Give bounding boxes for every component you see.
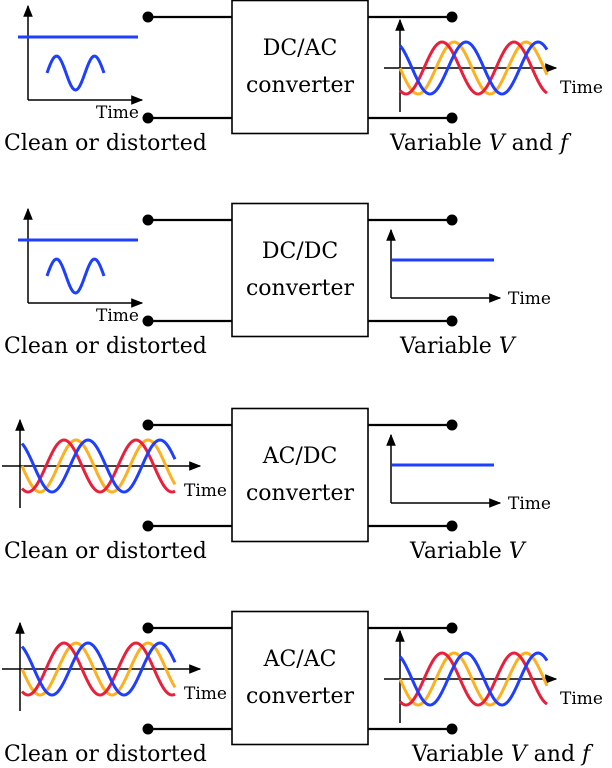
output-terminal-top (446, 419, 458, 431)
input-phase-red-wave (20, 641, 176, 697)
input-terminal-bottom (142, 723, 154, 735)
converter-type-label: DC/AC (263, 36, 338, 61)
input-terminal-top (142, 214, 154, 226)
input-terminal-top (142, 11, 154, 23)
time-axis-label: Time (508, 494, 551, 514)
output-terminal-bottom (446, 112, 458, 124)
converter-word-label: converter (246, 73, 355, 98)
output-label-part: Variable (411, 742, 511, 767)
output-phase-blue-wave (398, 651, 549, 707)
input-description-label: Clean or distorted (4, 334, 207, 359)
input-terminal-bottom (142, 315, 154, 327)
time-axis-label: Time (96, 306, 139, 326)
input-phase-yellow-wave (20, 641, 177, 697)
time-axis-label: Time (560, 78, 603, 98)
input-phase-red-wave (20, 438, 176, 494)
time-axis-label: Time (184, 481, 227, 501)
output-phase-blue-wave (398, 40, 549, 96)
converter-word-label: converter (246, 276, 355, 301)
output-terminal-top (446, 11, 458, 23)
output-label-part: V (509, 539, 527, 564)
output-phase-red-wave (398, 651, 548, 707)
output-phase-red-wave (398, 40, 548, 96)
output-label-part: Variable (399, 334, 499, 359)
converter-word-label: converter (246, 481, 355, 506)
input-phase-yellow-wave (20, 438, 177, 494)
time-axis-label: Time (560, 689, 603, 709)
time-axis-label: Time (96, 103, 139, 123)
input-terminal-bottom (142, 520, 154, 532)
input-terminal-top (142, 419, 154, 431)
output-label-part: V (511, 742, 529, 767)
output-terminal-bottom (446, 315, 458, 327)
output-label-part: Variable (389, 131, 489, 156)
converter-word-label: converter (246, 684, 355, 709)
ripple-wave (45, 257, 106, 295)
converter-box (231, 202, 369, 338)
output-label-part: and (505, 131, 560, 156)
input-description-label: Clean or distorted (4, 742, 207, 767)
ripple-wave (45, 54, 106, 92)
input-phase-blue-wave (20, 438, 177, 494)
output-description-label: Variable V and f (389, 131, 572, 156)
output-terminal-top (446, 622, 458, 634)
output-label-part: V (489, 131, 507, 156)
output-terminal-bottom (446, 520, 458, 532)
input-terminal-bottom (142, 112, 154, 124)
output-description-label: Variable V and f (411, 742, 594, 767)
input-description-label: Clean or distorted (4, 539, 207, 564)
input-phase-blue-wave (20, 641, 177, 697)
output-label-part: and (527, 742, 582, 767)
time-axis-label: Time (184, 684, 227, 704)
converter-box (231, 407, 369, 543)
converter-box (231, 0, 369, 135)
output-description-label: Variable V (409, 539, 527, 564)
output-label-part: Variable (409, 539, 509, 564)
output-description-label: Variable V (399, 334, 517, 359)
converter-type-label: AC/DC (262, 444, 338, 469)
output-label-part: f (558, 131, 572, 156)
input-terminal-top (142, 622, 154, 634)
converter-type-label: DC/DC (262, 239, 338, 264)
output-label-part: V (499, 334, 517, 359)
output-terminal-top (446, 214, 458, 226)
converter-box (231, 610, 369, 746)
time-axis-label: Time (508, 289, 551, 309)
converter-type-label: AC/AC (263, 647, 337, 672)
output-terminal-bottom (446, 723, 458, 735)
output-label-part: f (580, 742, 594, 767)
input-description-label: Clean or distorted (4, 131, 207, 156)
